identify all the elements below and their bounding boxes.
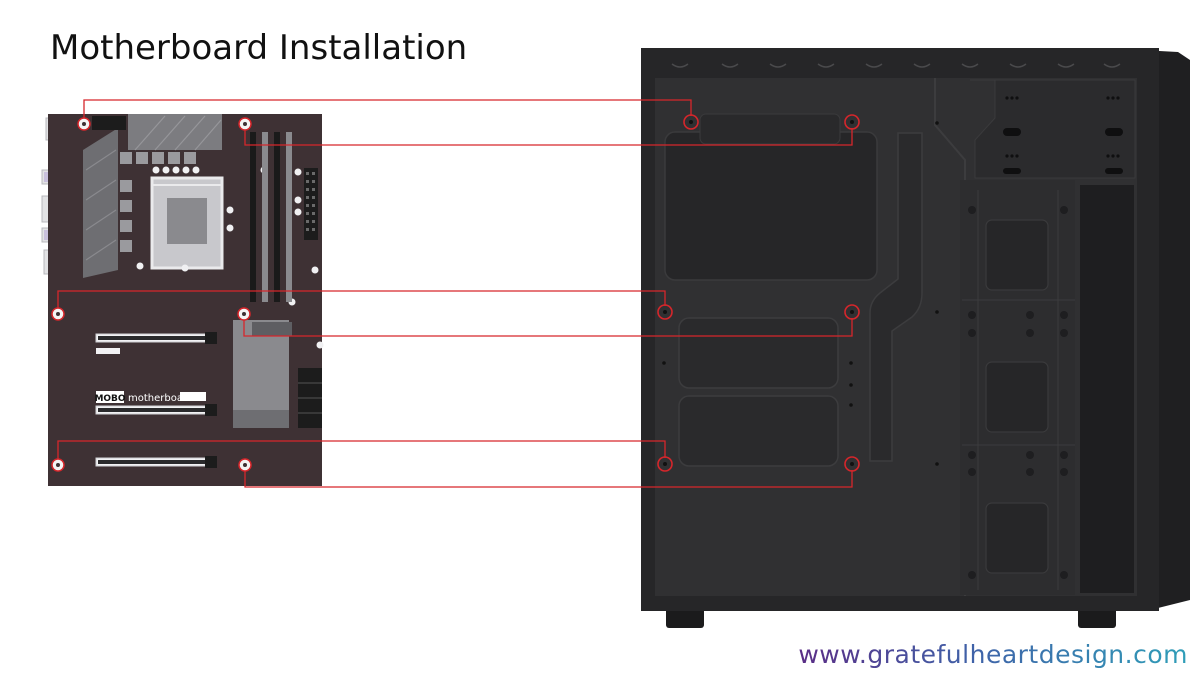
screw-hole-icon	[238, 458, 252, 472]
alignment-line-mid-left	[57, 290, 666, 308]
alignment-line-top-right	[244, 128, 853, 146]
tray-holes	[662, 121, 939, 466]
top-vents	[671, 63, 1121, 68]
brand-badge: MOBO	[94, 394, 125, 404]
vrm-heatsink-top	[128, 114, 222, 150]
ram-slots	[250, 132, 292, 302]
vrm-chokes	[120, 152, 196, 252]
screw-hole-icon	[238, 117, 252, 131]
cable-cutout-1	[678, 317, 839, 389]
cable-channel	[869, 132, 923, 462]
case-foot-right	[1078, 606, 1116, 628]
alignment-line-bottom-right	[244, 470, 853, 488]
alignment-lines	[57, 99, 853, 488]
drive-bays	[985, 219, 1049, 574]
page-title: Motherboard Installation	[50, 28, 468, 68]
site-credit: www.gratefulheartdesign.com	[798, 640, 1188, 669]
motherboard: MOBO motherboard	[41, 114, 324, 486]
side-channel	[1080, 185, 1134, 593]
drive-cage-rails	[962, 190, 1075, 590]
optical-bay-slots	[1003, 96, 1123, 174]
screw-hole-icon	[51, 307, 65, 321]
screw-hole-icon	[51, 458, 65, 472]
optical-bay	[970, 79, 1136, 179]
screw-hole-icon	[237, 307, 251, 321]
cable-cutout-2	[678, 395, 839, 467]
cpu-socket-center	[167, 198, 207, 244]
alignment-line-top-left	[83, 99, 692, 118]
alignment-line-mid-right	[243, 318, 853, 337]
brand-text: motherboard	[128, 393, 193, 404]
capacitors	[136, 166, 324, 349]
heatsink-fins-top	[134, 115, 222, 151]
heatsink-fins-left	[85, 149, 117, 261]
tray-bump	[699, 113, 841, 145]
pcie-slots	[95, 332, 217, 468]
case-foot-left	[666, 606, 704, 628]
vrm-heatsink-left	[83, 128, 118, 278]
eps-connector	[92, 116, 126, 130]
pc-case	[641, 48, 1190, 628]
cpu-cutout	[664, 131, 878, 281]
alignment-line-bottom-left	[57, 440, 666, 459]
drive-cage-holes	[968, 206, 1068, 579]
atx-pins	[306, 172, 315, 231]
screw-hole-icon	[77, 117, 91, 131]
brand-label: MOBO motherboard	[94, 391, 206, 404]
